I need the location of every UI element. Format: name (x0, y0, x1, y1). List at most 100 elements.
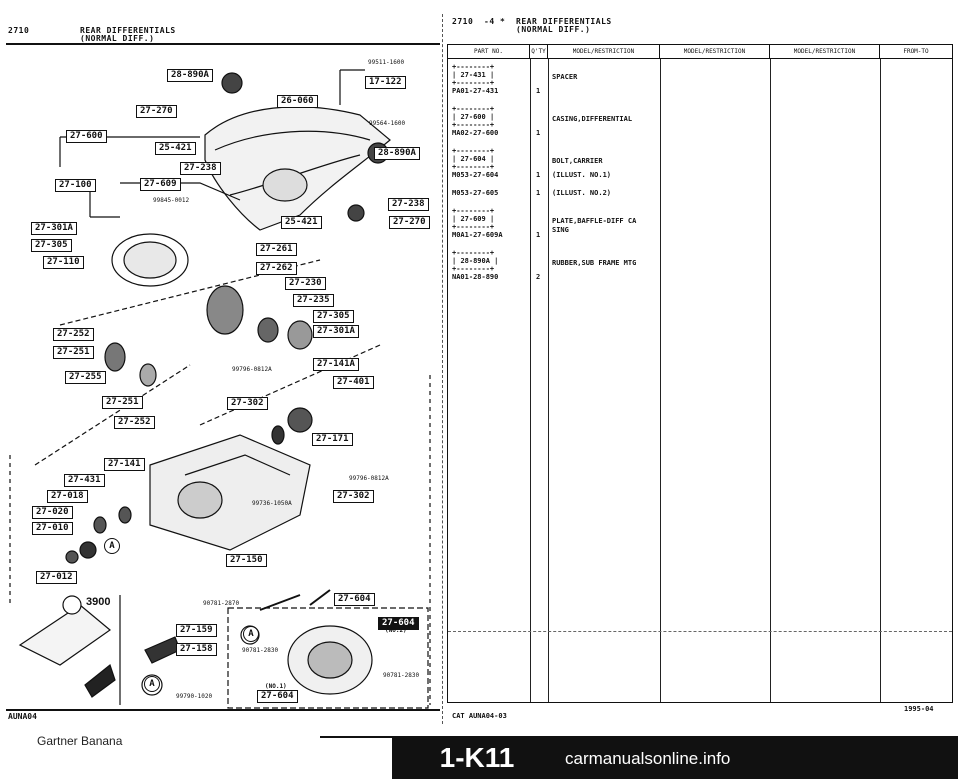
callout-27-401: 27-401 (333, 376, 374, 389)
callout-27-150: 27-150 (226, 554, 267, 567)
footer-left-code: AUNA04 (8, 712, 37, 721)
right-header-code: 2710 (452, 17, 474, 26)
callout-27-302: 27-302 (227, 397, 268, 410)
part-number-99511: 99511-1600 (368, 59, 405, 66)
callout-27-010: 27-010 (32, 522, 73, 535)
callout-27-604-inset-bottom: 27-604 (257, 690, 298, 703)
right-header-mark: -4 * (484, 17, 506, 26)
callout-27-012: 27-012 (36, 571, 77, 584)
callout-27-158: 27-158 (176, 643, 217, 656)
callout-27-604-inset: 27-604 (378, 617, 419, 630)
callout-27-255: 27-255 (65, 371, 106, 384)
qty: 1 (536, 87, 541, 95)
callout-27-171: 27-171 (312, 433, 353, 446)
description: (ILLUST. NO.1) (552, 171, 612, 179)
inset-marker-a: A (243, 626, 259, 642)
right-header-title: REAR DIFFERENTIALS (516, 17, 612, 26)
callout-17-122: 17-122 (365, 76, 406, 89)
description: CASING,DIFFERENTIAL (552, 115, 633, 123)
callout-25-421-bottom: 25-421 (281, 216, 322, 229)
callout-27-252: 27-252 (53, 328, 94, 341)
col-header-from-to: FROM-TO (880, 45, 952, 59)
callout-28-890A-right: 28-890A (374, 147, 420, 160)
callout-27-262: 27-262 (256, 262, 297, 275)
description: RUBBER,SUB FRAME MTG (552, 259, 637, 267)
qty: 1 (536, 231, 541, 239)
callout-27-270: 27-270 (136, 105, 177, 118)
part-number-99845: 99845-0012 (153, 197, 190, 204)
callout-27-305-right: 27-305 (313, 310, 354, 323)
group-label: 27-604 (460, 155, 486, 163)
footer-bar (392, 736, 958, 779)
qty: 1 (536, 171, 541, 179)
part-number-99564: 99564-1600 (369, 120, 406, 127)
qty: 1 (536, 129, 541, 137)
part-number-99796-b: 99796-0812A (349, 475, 389, 482)
exploded-diagram (9, 69, 431, 709)
watermark: carmanualsonline.info (565, 749, 731, 768)
callout-27-238-right: 27-238 (388, 198, 429, 211)
description: BOLT,CARRIER (552, 157, 603, 165)
description: PLATE,BAFFLE-DIFF CA SING (552, 217, 637, 234)
callout-27-604: 27-604 (334, 593, 375, 606)
callout-27-302-low: 27-302 (333, 490, 374, 503)
left-header-subtitle: (NORMAL DIFF.) (80, 34, 155, 43)
group-label: 27-609 (460, 215, 486, 223)
description: SPACER (552, 73, 578, 81)
callout-27-238: 27-238 (180, 162, 221, 175)
label-no1: (NO.1) (265, 683, 287, 690)
callout-27-270-bottom: 27-270 (389, 216, 430, 229)
callout-27-141A: 27-141A (313, 358, 359, 371)
footer-date: 1995-04 (904, 705, 934, 713)
header-rule (6, 43, 440, 45)
callout-27-251: 27-251 (53, 346, 94, 359)
col-header-model-3: MODEL/RESTRICTION (770, 45, 880, 59)
callout-27-110: 27-110 (43, 256, 84, 269)
col-header-qty: Q'TY (530, 45, 548, 59)
callout-27-252-bottom: 27-252 (114, 416, 155, 429)
part-number-90781-c: 90781-2830 (383, 672, 420, 679)
callout-28-890A: 28-890A (167, 69, 213, 82)
inset-marker-a-3: A (104, 538, 120, 554)
qty: 1 (536, 189, 541, 197)
group-label: 28-890A (460, 257, 490, 265)
serial-3900: 3900 (86, 596, 111, 608)
part-number-90781-b: 90781-2830 (242, 647, 279, 654)
part-no: PA01-27-431 (452, 87, 499, 95)
callout-27-020: 27-020 (32, 506, 73, 519)
part-no: NA01-28-890 (452, 273, 499, 281)
right-header-subtitle: (NORMAL DIFF.) (516, 25, 591, 34)
col-header-part-no: PART NO. (448, 45, 530, 59)
part-number-90781-a: 90781-2870 (203, 600, 240, 607)
part-no: M0A1-27-609A (452, 231, 503, 239)
footer-credit: Gartner Banana (37, 734, 123, 748)
col-header-model-1: MODEL/RESTRICTION (548, 45, 660, 59)
page-title: 1-K11 (439, 742, 515, 773)
col-header-model-2: MODEL/RESTRICTION (660, 45, 770, 59)
callout-25-421: 25-421 (155, 142, 196, 155)
callout-27-018: 27-018 (47, 490, 88, 503)
callout-27-609: 27-609 (140, 178, 181, 191)
part-number-99736: 99736-1050A (252, 500, 292, 507)
inset-marker-a-2: A (144, 676, 160, 692)
callout-26-060: 26-060 (277, 95, 318, 108)
group-label: 27-431 (460, 71, 486, 79)
footer-catalog-code: CAT AUNA04-03 (452, 712, 507, 720)
callout-27-141: 27-141 (104, 458, 145, 471)
part-no: M053-27-604 (452, 171, 499, 179)
parts-table: PART NO. Q'TY MODEL/RESTRICTION MODEL/RE… (447, 44, 953, 703)
part-no: MA02-27-600 (452, 129, 499, 137)
part-no: M053-27-605 (452, 189, 499, 197)
callout-27-159: 27-159 (176, 624, 217, 637)
callout-27-301A-right: 27-301A (313, 325, 359, 338)
callout-27-600: 27-600 (66, 130, 107, 143)
description: (ILLUST. NO.2) (552, 189, 612, 197)
callout-27-230: 27-230 (285, 277, 326, 290)
page-fold-line (442, 14, 444, 724)
callout-27-100: 27-100 (55, 179, 96, 192)
qty: 2 (536, 273, 541, 281)
label-no2: (NO.2) (385, 627, 407, 634)
part-number-99796-a: 99796-0812A (232, 366, 272, 373)
callout-27-301A: 27-301A (31, 222, 77, 235)
callout-27-305: 27-305 (31, 239, 72, 252)
